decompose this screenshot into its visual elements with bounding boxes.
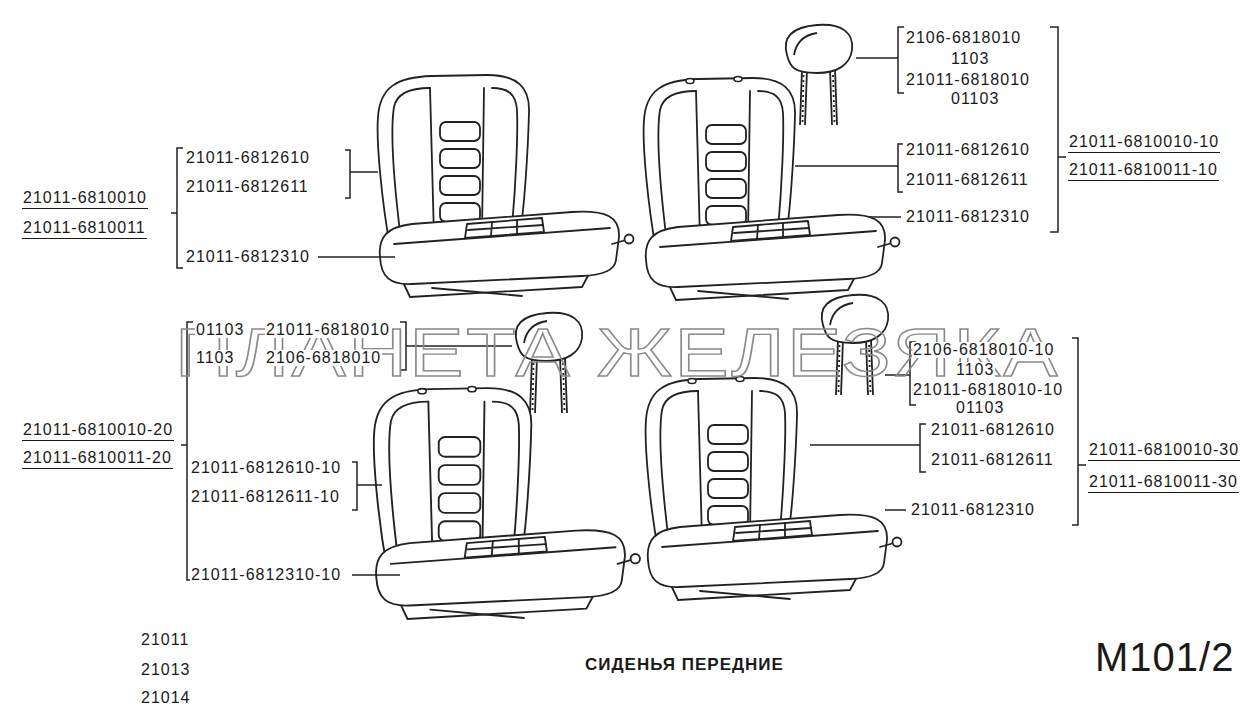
model-code: 21013 [140, 662, 192, 678]
part-number: 21011-6818010 [905, 72, 1031, 88]
part-number: 21011-6818010-10 [912, 382, 1064, 398]
part-number: 21011-6812610-10 [190, 460, 342, 476]
part-number: 21011-6812310 [185, 249, 311, 265]
part-number: 21011-6812610 [930, 422, 1056, 438]
trim-code: 01103 [955, 400, 1005, 416]
part-number: 21011-6812611-10 [190, 489, 341, 505]
assembly-number: 21011-6810010-30 [1088, 442, 1240, 461]
assembly-number: 21011-6810010-10 [1068, 134, 1220, 153]
part-number: 21011-6812611 [930, 452, 1055, 468]
trim-code: 1103 [955, 362, 995, 378]
part-number: 21011-6812611 [905, 172, 1030, 188]
part-number: 21011-6812310 [910, 502, 1036, 518]
trim-code: 01103 [195, 322, 245, 338]
trim-code: 1103 [195, 350, 235, 366]
assembly-number: 21011-6810011-30 [1088, 474, 1239, 493]
part-number: 21011-6812610 [185, 150, 311, 166]
part-number: 2106-6818010 [905, 30, 1022, 46]
bracket-lines [171, 27, 1086, 580]
assembly-number: 21011-6810011-20 [22, 450, 173, 469]
part-number: 2106-6818010-10 [912, 342, 1055, 358]
part-number: 21011-6812310-10 [190, 567, 342, 583]
assembly-number: 21011-6810011 [22, 220, 147, 239]
part-number: 21011-6812610 [905, 142, 1031, 158]
part-number: 21011-6812310 [905, 209, 1031, 225]
trim-code: 1103 [950, 51, 990, 67]
sheet-number: М101/2 [1095, 637, 1234, 677]
model-code: 21011 [140, 632, 190, 648]
assembly-number: 21011-6810010-20 [22, 422, 174, 441]
trim-code: 01103 [950, 91, 1000, 107]
part-number: 2106-6818010 [265, 350, 382, 366]
part-number: 21011-6812611 [185, 179, 310, 195]
model-code: 21014 [140, 690, 192, 706]
sheet-title: СИДЕНЬЯ ПЕРЕДНИЕ [585, 656, 784, 673]
assembly-number: 21011-6810011-10 [1068, 162, 1219, 181]
part-number: 21011-6818010 [265, 322, 391, 338]
assembly-number: 21011-6810010 [22, 190, 148, 209]
